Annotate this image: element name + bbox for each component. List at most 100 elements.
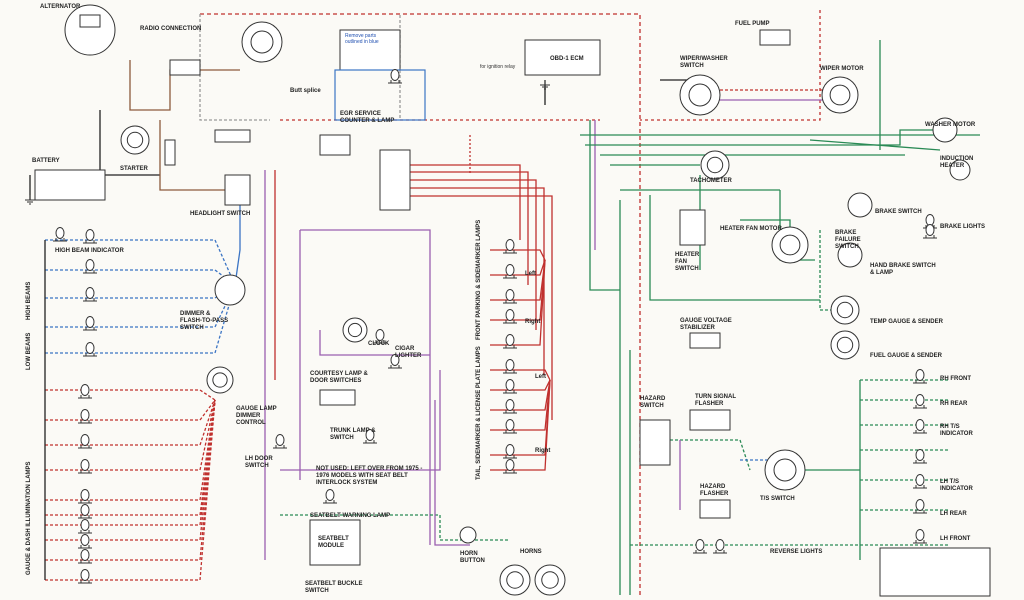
- wiper-switch-icon: [679, 74, 721, 116]
- battery-icon: [34, 169, 106, 201]
- wiper-motor-icon: [821, 76, 859, 114]
- low-beams-label: LOW BEAMS: [26, 333, 32, 370]
- dash-lamp-icon: [78, 384, 92, 399]
- tail-lamps-label: TAIL, SIDEMARKER & LICENSE PLATE LAMPS: [476, 346, 482, 480]
- alternator-label: ALTERNATOR: [40, 4, 81, 10]
- left-label: Left: [525, 271, 536, 277]
- headlamp-icon: [83, 259, 97, 274]
- tail-lamp-icon: [503, 359, 517, 374]
- headlamp-icon: [83, 316, 97, 331]
- right-label: Right: [535, 448, 550, 454]
- beam-wire: [45, 239, 236, 286]
- dash-lamp-wire: [45, 399, 216, 421]
- tachometer-label: TACHOMETER: [690, 178, 733, 184]
- parking-lamp-wire: [490, 259, 546, 276]
- brake-lights-label: BRAKE LIGHTS: [940, 224, 985, 230]
- tachometer-icon: [700, 150, 730, 180]
- fuel-gauge-label: FUEL GAUGE & SENDER: [870, 353, 943, 359]
- parking-lamp-icon: [503, 264, 517, 279]
- tail-lamp-icon: [503, 459, 517, 474]
- tail-lamp-icon: [503, 399, 517, 414]
- rh-front-label: RH FRONT: [940, 376, 971, 382]
- cigar-lighter-icon: [373, 329, 387, 344]
- brake-lamp-icon: [923, 224, 937, 239]
- door-switch-icon: [273, 434, 287, 449]
- dash-lamp-icon: [78, 569, 92, 584]
- headlamp-icon: [83, 287, 97, 302]
- battery-ground-icon: [25, 195, 35, 205]
- turn-flasher-icon: [689, 409, 731, 431]
- horn-left-icon: [499, 564, 531, 596]
- brake-failure-switch-icon: [837, 242, 863, 268]
- brake-switch-icon: [847, 192, 873, 218]
- hazard-flasher-icon: [699, 499, 731, 519]
- headlight-switch-icon: [224, 174, 251, 206]
- gauge-dash-lamps-label: GAUGE & DASH ILLUMINATION LAMPS: [26, 461, 32, 575]
- tail-lamp-icon: [503, 379, 517, 394]
- wire-color-legend: [879, 547, 991, 597]
- dash-lamp-icon: [78, 409, 92, 424]
- for-ignition-relay-label: for ignition relay: [480, 64, 516, 70]
- turn-signal-lamp-icon: [913, 474, 927, 489]
- dash-lamp-icon: [78, 459, 92, 474]
- purple-loop: [300, 229, 431, 545]
- tail-feed-red: [410, 164, 521, 240]
- clock-icon: [342, 317, 368, 343]
- reverse-lamp-icon-1: [693, 539, 707, 554]
- left-label: Left: [535, 374, 546, 380]
- horns-label: HORNS: [520, 549, 542, 555]
- tail-lamp-icon: [503, 419, 517, 434]
- horn-button-icon: [459, 526, 477, 544]
- tail-lamp-icon: [503, 444, 517, 459]
- tail-feed-red: [410, 195, 553, 420]
- turn-signal-lamp-icon: [913, 449, 927, 464]
- lh-rear-label: LH REAR: [940, 511, 967, 517]
- butt-splice-label: Butt splice: [290, 88, 321, 94]
- courtesy-lamp-icon: [388, 354, 402, 369]
- seatbelt-warning-lamp-icon: [323, 489, 337, 504]
- green-gauge: [819, 230, 840, 311]
- trunk-lamp-icon: [363, 429, 377, 444]
- fuel-pump-icon: [759, 29, 791, 46]
- dash-lamp-wire: [45, 389, 216, 401]
- washer-motor-label: WASHER MOTOR: [925, 122, 976, 128]
- turn-signal-lamp-icon: [913, 369, 927, 384]
- ts-switch-icon: [764, 449, 806, 491]
- reverse-lamp-icon-2: [713, 539, 727, 554]
- green-seatbelt: [280, 514, 510, 541]
- front-parking-label: FRONT PARKING & SIDEMARKER LAMPS: [476, 220, 482, 340]
- parking-lamp-icon: [503, 309, 517, 324]
- indicator-lamp-icon: [53, 227, 67, 242]
- starter-solenoid: [164, 139, 176, 166]
- dash-lamp-wire: [45, 399, 216, 471]
- starter-label: STARTER: [120, 166, 149, 172]
- relay-icon: [214, 129, 251, 143]
- dash-lamp-wire: [45, 399, 216, 526]
- fuel-pump-label: FUEL PUMP: [735, 21, 770, 27]
- radio-connector: [169, 59, 201, 76]
- right-label: Right: [525, 319, 540, 325]
- tail-feed-red: [410, 179, 537, 330]
- dash-lamp-wire: [45, 399, 216, 446]
- parking-lamp-wire: [490, 249, 546, 261]
- ecm-ground-icon: [540, 80, 550, 90]
- ts-switch-label: T/S SWITCH: [760, 496, 795, 502]
- clock-label: CLOCK: [368, 341, 390, 347]
- courtesy-switch-icon: [319, 389, 356, 406]
- courtesy-lamp-label: COURTESY LAMP &DOOR SWITCHES: [310, 371, 368, 384]
- starter-wire: [159, 120, 230, 191]
- turn-signal-lamp-icon: [913, 529, 927, 544]
- trunk-lamp-label: TRUNK LAMP &SWITCH: [330, 428, 376, 441]
- dash-lamp-icon: [78, 489, 92, 504]
- parking-lamp-wire: [490, 259, 546, 346]
- hazard-switch-icon: [639, 419, 671, 466]
